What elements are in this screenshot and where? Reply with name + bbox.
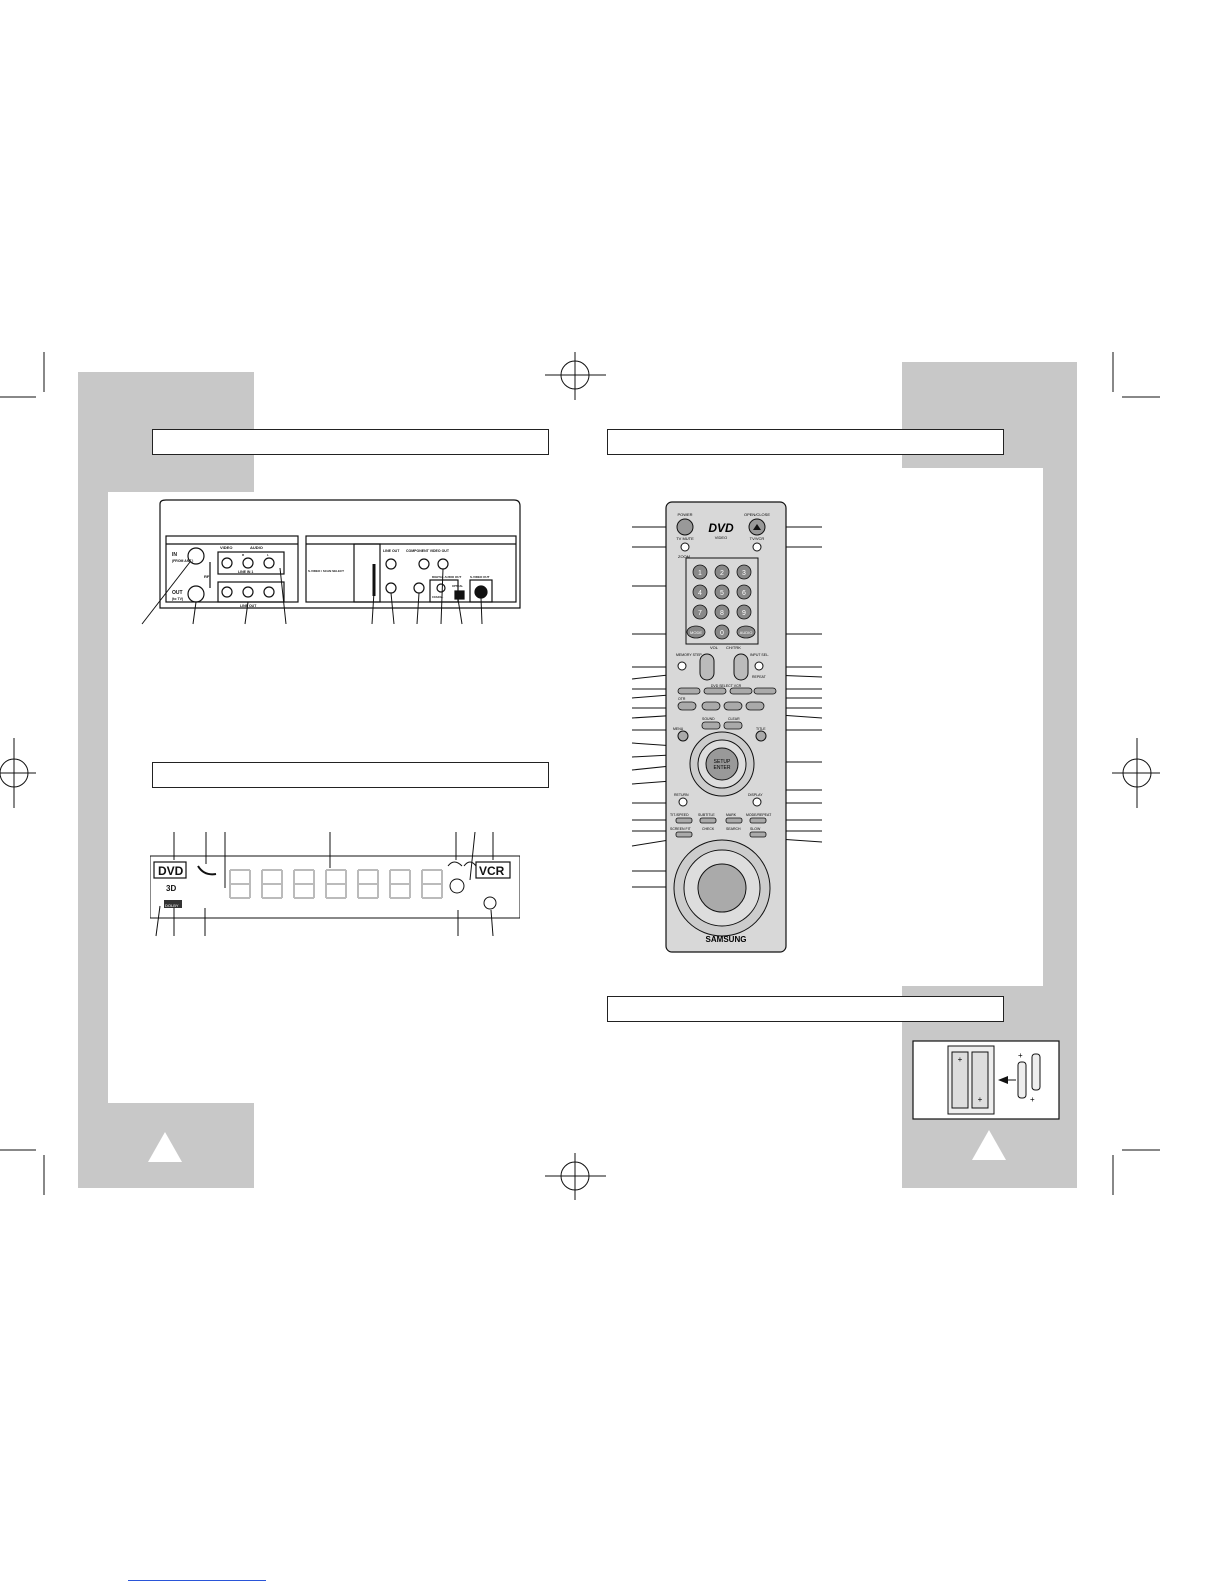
rf-out-label: OUT	[172, 590, 183, 596]
svg-text:+: +	[1030, 1095, 1035, 1104]
rf-out-sub: (to TV)	[172, 597, 183, 601]
digit-1[interactable]: 1	[698, 570, 702, 577]
vcr-indicator: VCR	[479, 864, 505, 878]
footer-link-underline[interactable]	[128, 1580, 266, 1581]
mark-label: MARK	[726, 813, 737, 817]
digit-4[interactable]: 4	[698, 590, 702, 597]
digit-2[interactable]: 2	[720, 570, 724, 577]
component-label: COMPONENT VIDEO OUT	[406, 549, 450, 553]
setup-label[interactable]: SETUP	[714, 759, 731, 765]
svideo-out-label: S-VIDEO OUT	[470, 575, 490, 579]
subtitle-label: SUBTITLE	[698, 813, 715, 817]
samsung-logo: SAMSUNG	[706, 935, 747, 944]
display-label: DISPLAY	[748, 793, 763, 797]
dvd-logo: DVD	[708, 521, 734, 535]
tit-speed-label: TIT./SPEED	[670, 813, 689, 817]
svg-text:+: +	[1018, 1051, 1023, 1060]
sound-label: SOUND	[702, 717, 715, 721]
rear-panel-diagram: IN (FROM ANT.) OUT (to TV) RF VIDEO AUDI…	[141, 499, 521, 625]
battery-illustration: + + + +	[912, 1040, 1060, 1120]
digit-9[interactable]: 9	[742, 610, 746, 617]
tv-mute-label: TV MUTE	[676, 536, 694, 541]
left-page-frame	[78, 456, 108, 1188]
ch-trk-label: CH/TRK	[726, 645, 741, 650]
screen-fit-label: SCREEN FIT	[670, 827, 692, 831]
memory-step-label: MEMORY STEP	[676, 653, 702, 657]
clear-label: CLEAR	[728, 717, 740, 721]
digit-3[interactable]: 3	[742, 570, 746, 577]
search-label: SEARCH	[726, 827, 741, 831]
line-in-label: LINE IN 1	[238, 570, 253, 574]
section-header-rear-panel	[152, 429, 549, 455]
svg-text:+: +	[978, 1095, 983, 1104]
section-header-front-display	[152, 762, 549, 788]
title-label: TITLE	[756, 727, 766, 731]
right-page-marker-icon	[972, 1130, 1006, 1160]
digit-0[interactable]: 0	[720, 630, 724, 637]
dolby-icon	[164, 900, 182, 908]
line-out2-label: LINE OUT	[383, 549, 400, 553]
rf-in-sub: (FROM ANT.)	[172, 559, 193, 563]
video-label: VIDEO	[220, 545, 232, 550]
enter-label[interactable]: ENTER	[714, 765, 731, 771]
slow-label: SLOW	[750, 827, 761, 831]
front-display-diagram: DVD VCR 3D DOLBY	[150, 831, 520, 937]
dvd-select-label: DVD SELECT VCR	[711, 684, 742, 688]
audio-label: AUDIO	[250, 545, 263, 550]
digit-7[interactable]: 7	[698, 610, 702, 617]
digit-8[interactable]: 8	[720, 610, 724, 617]
optical-label: OPTICAL	[452, 585, 463, 588]
dvd-indicator: DVD	[158, 864, 184, 878]
remote-control-diagram: DVD VIDEO POWER OPEN/CLOSE TV MUTE TV/VC…	[631, 501, 823, 953]
coaxial-label: COAXIAL	[432, 596, 444, 599]
section-header-batteries	[607, 996, 1004, 1022]
digit-5[interactable]: 5	[720, 590, 724, 597]
input-sel-label: INPUT SEL.	[750, 653, 769, 657]
3d-indicator: 3D	[166, 884, 176, 893]
power-label: POWER	[677, 512, 692, 517]
otr-label: OTR	[678, 697, 686, 701]
line-out-label: LINE OUT	[240, 604, 257, 608]
svg-text:+: +	[958, 1055, 963, 1064]
left-page-marker-icon	[148, 1132, 182, 1162]
return-label: RETURN	[674, 793, 689, 797]
tv-vcr-label: TV/VCR	[750, 536, 765, 541]
audio-button[interactable]: AUDIO	[740, 630, 753, 635]
digit-6[interactable]: 6	[742, 590, 746, 597]
scan-select-label: S-VIDEO / SCAN SELECT	[308, 569, 344, 573]
check-label: CHECK	[702, 827, 715, 831]
audio-l-label: L	[267, 553, 269, 557]
audio-r-label: R	[242, 553, 245, 557]
open-close-label: OPEN/CLOSE	[744, 512, 770, 517]
rf-in-label: IN	[172, 552, 177, 558]
vol-label: VOL	[710, 645, 719, 650]
repeat-label: REPEAT	[752, 675, 767, 679]
section-header-remote	[607, 429, 1004, 455]
mode-button[interactable]: MODE	[690, 630, 702, 635]
menu-label: MENU	[673, 727, 684, 731]
rf-label: RF	[204, 574, 210, 579]
seven-segment-digits	[229, 869, 443, 899]
zoom-label: ZOOM	[678, 554, 690, 559]
mode-repeat-label: MODE/REPEAT	[746, 813, 772, 817]
dvd-logo-sub: VIDEO	[715, 535, 727, 540]
digital-audio-label: DIGITAL AUDIO OUT	[432, 575, 461, 579]
dolby-indicator: DOLBY	[165, 903, 179, 908]
